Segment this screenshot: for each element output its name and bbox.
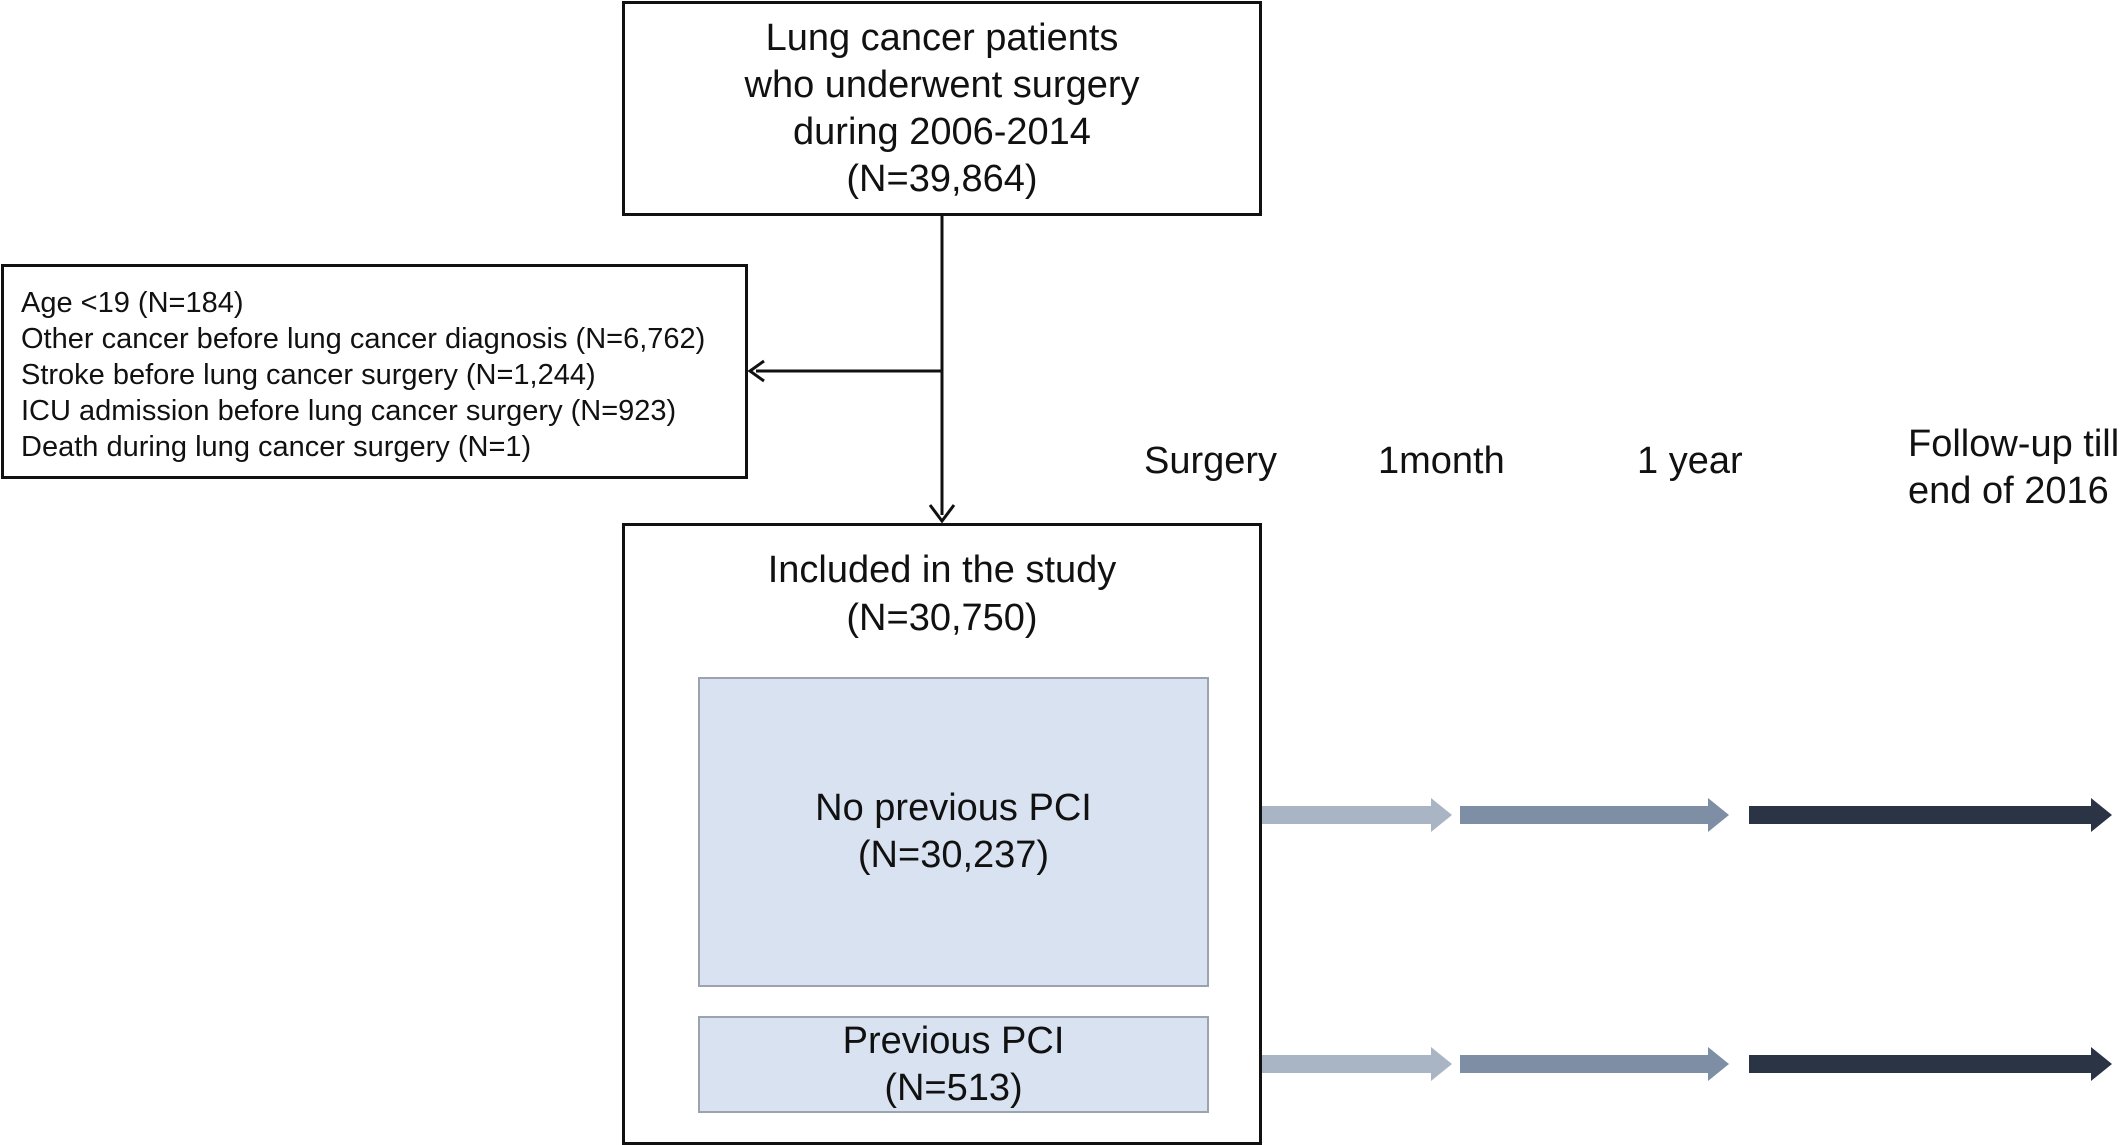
group-previous-pci-label: Previous PCI (842, 1019, 1065, 1062)
timeline-arrows-no-pci (1209, 798, 2112, 832)
exclusion-age: Age <19 (N=184) (21, 287, 244, 319)
exclusion-icu: ICU admission before lung cancer surgery… (21, 395, 677, 427)
study-population-title: Included in the study (N=30,750) (625, 546, 1259, 642)
arrow-1month-to-1year (1460, 798, 1729, 832)
group-previous-pci-count: (N=513) (884, 1066, 1023, 1109)
study-population-label: Included in the study (767, 549, 1117, 591)
timeline-label-followup-line-2: end of 2016 (1908, 470, 2109, 512)
group-no-previous-pci: No previous PCI (N=30,237) (698, 677, 1209, 987)
timeline-label-1month: 1month (1378, 440, 1505, 482)
exclusion-stroke: Stroke before lung cancer surgery (N=1,2… (21, 359, 596, 391)
exclusion-other-cancer: Other cancer before lung cancer diagnosi… (21, 323, 706, 355)
flow-arrowhead-left (747, 359, 765, 383)
group-no-previous-pci-label: No previous PCI (815, 787, 1092, 829)
group-previous-pci: Previous PCI (N=513) (698, 1016, 1209, 1113)
arrow-1year-to-followup (1749, 798, 2112, 832)
group-no-previous-pci-count: (N=30,237) (857, 834, 1050, 876)
timeline-label-surgery: Surgery (1144, 440, 1278, 482)
arrow-1month-to-1year (1460, 1047, 1729, 1081)
flow-arrowhead-down (928, 504, 956, 524)
source-population-count: (N=39,864) (846, 157, 1038, 200)
arrow-1year-to-followup (1749, 1047, 2112, 1081)
timeline-label-followup: Follow-up till end of 2016 (1908, 421, 2119, 515)
source-population-line-3: during 2006-2014 (793, 110, 1091, 153)
timeline-arrows-pci (1209, 1047, 2112, 1081)
source-population-line-2: who underwent surgery (744, 63, 1140, 106)
exclusion-death: Death during lung cancer surgery (N=1) (21, 431, 532, 463)
timeline-label-1year: 1 year (1637, 440, 1743, 482)
arrow-surgery-to-1month (1209, 798, 1452, 832)
exclusion-criteria-box: Age <19 (N=184) Other cancer before lung… (1, 264, 748, 479)
study-population-count: (N=30,750) (846, 597, 1038, 639)
source-population-box: Lung cancer patients who underwent surge… (622, 1, 1262, 216)
source-population-line-1: Lung cancer patients (765, 16, 1119, 59)
arrow-surgery-to-1month (1209, 1047, 1452, 1081)
timeline-label-followup-line-1: Follow-up till (1908, 423, 2120, 465)
